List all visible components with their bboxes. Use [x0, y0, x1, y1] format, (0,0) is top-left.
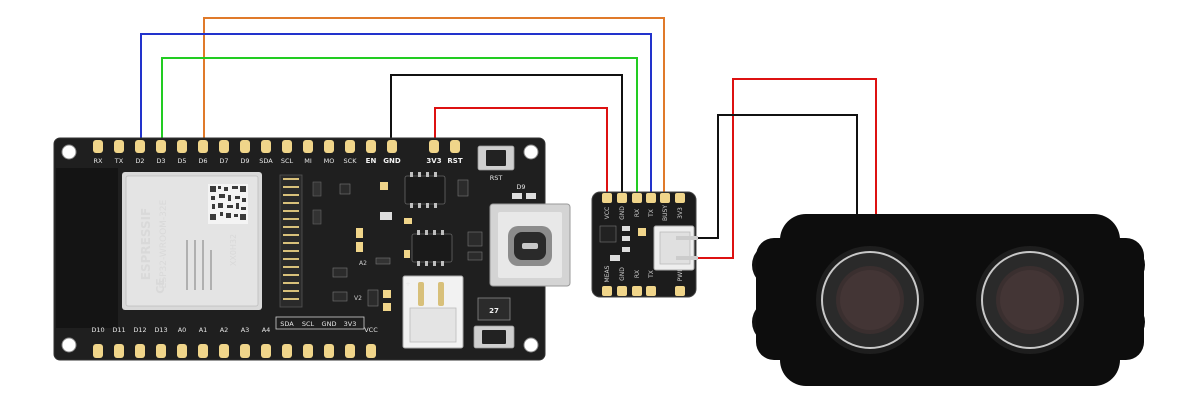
top-pin-row	[93, 140, 460, 153]
adapter-jst-connector	[653, 225, 698, 271]
wire-green	[161, 57, 638, 200]
pin-label-3v3-bottom: 3V3	[344, 320, 357, 328]
bottom-pin-labels: D10 D11 D12 D13 A0 A1 A2 A3 A4 SDA SCL G…	[91, 316, 378, 334]
pin-label-d10: D10	[91, 326, 104, 334]
adapter-label-gnd-bottom: GND	[619, 267, 626, 281]
smd-components: V2 A2	[312, 181, 392, 311]
mount-hole	[61, 337, 77, 353]
svg-text:+: +	[405, 280, 410, 288]
esp32-board: RX TX D2 D3 D5 D6 D7 D9 SDA SCL MI MO SC…	[53, 137, 571, 361]
mount-hole	[523, 144, 539, 160]
module-code: XX0H32	[229, 234, 238, 266]
pin-label-mi: MI	[304, 157, 312, 165]
pin-label-d5: D5	[177, 157, 186, 165]
adapter-label-3v3: 3V3	[677, 207, 684, 219]
pin-label-gnd-bottom: GND	[322, 320, 337, 328]
module-text: ESPRESSIF ESP32-WROOM-32E	[139, 199, 169, 288]
wire-orange	[203, 17, 665, 200]
pin-label-en: EN	[366, 157, 377, 165]
module-model: ESP32-WROOM-32E	[159, 199, 169, 288]
smd-right-components	[404, 179, 483, 261]
transducer-right	[976, 246, 1084, 354]
pin-label-mo: MO	[324, 157, 335, 165]
pin-label-rst: RST	[447, 157, 462, 165]
adapter-label-tx-bottom: TX	[648, 270, 655, 279]
esp32-wroom-module: ESPRESSIF ESP32-WROOM-32E XX0H32 CE	[122, 172, 262, 310]
pin-label-tx: TX	[114, 157, 124, 165]
wire-black-sensor	[698, 114, 858, 239]
pin-label-rx: RX	[94, 157, 104, 165]
pin-label-d12: D12	[133, 326, 146, 334]
pin-label-sck: SCK	[344, 157, 358, 165]
module-brand: ESPRESSIF	[139, 208, 153, 280]
adapter-top-pads	[602, 193, 685, 203]
pin-label-sda-bottom: SDA	[280, 320, 294, 328]
silk-v2: V2	[354, 295, 362, 302]
adapter-label-rx-bottom: RX	[634, 270, 641, 278]
silk-a2: A2	[359, 260, 367, 267]
rst-silk-label: RST	[490, 174, 503, 182]
ic-chip-lower	[411, 230, 453, 266]
pin-label-a0: A0	[178, 326, 187, 334]
pin-label-gnd: GND	[383, 157, 401, 165]
battery-connector: +	[402, 275, 464, 349]
adapter-label-gnd: GND	[619, 206, 626, 220]
adapter-bottom-pads	[602, 286, 685, 296]
adapter-top-labels: VCC GND RX TX BUSY 3V3	[604, 205, 684, 221]
pin-label-a2: A2	[220, 326, 229, 334]
pin-label-d2: D2	[135, 157, 144, 165]
wires	[140, 17, 877, 259]
adapter-label-vcc: VCC	[604, 207, 611, 219]
pin-label-d9: D9	[240, 157, 249, 165]
module-fine-print	[186, 240, 212, 290]
qr-code	[208, 184, 248, 224]
pin-label-3v3: 3V3	[426, 157, 441, 165]
adapter-label-rx: RX	[634, 209, 641, 217]
adapter-board: VCC GND RX TX BUSY 3V3 MEAS GND RX TX PW…	[591, 191, 698, 298]
fpc-connector	[279, 174, 303, 308]
pin-label-sda: SDA	[259, 157, 273, 165]
ce-mark: CE	[154, 278, 167, 294]
bottom-pin-row	[93, 344, 376, 358]
pin-label-scl: SCL	[281, 157, 294, 165]
adapter-label-tx: TX	[648, 209, 655, 218]
wire-blue	[140, 33, 652, 200]
bottom-right-component: 27	[473, 297, 515, 349]
pin-label-a1: A1	[199, 326, 208, 334]
pin-label-a3: A3	[241, 326, 250, 334]
pin-label-d13: D13	[154, 326, 167, 334]
adapter-label-busy: BUSY	[662, 205, 669, 221]
ic-chip-upper	[404, 172, 446, 208]
usb-c-port[interactable]	[489, 203, 571, 287]
pin-label-d6: D6	[198, 157, 207, 165]
pin-label-a4: A4	[262, 326, 271, 334]
pin-label-scl-bottom: SCL	[302, 320, 315, 328]
adapter-bottom-labels: MEAS GND RX TX PWM	[604, 265, 684, 282]
pin-label-d7: D7	[219, 157, 228, 165]
d9-silk-label: D9	[516, 183, 525, 191]
pin-label-d3: D3	[156, 157, 165, 165]
mount-hole	[523, 337, 539, 353]
wire-red-sensor	[698, 78, 877, 259]
silk-27: 27	[489, 307, 499, 315]
top-pin-labels: RX TX D2 D3 D5 D6 D7 D9 SDA SCL MI MO SC…	[94, 157, 463, 165]
transducer-left	[816, 246, 924, 354]
adapter-label-pwm: PWM	[677, 267, 684, 282]
adapter-label-meas: MEAS	[604, 265, 611, 282]
ultrasonic-sensor	[752, 214, 1145, 386]
reset-button[interactable]	[477, 145, 515, 171]
wire-black-gnd	[390, 74, 623, 200]
mount-hole	[61, 144, 77, 160]
wire-red-3v3	[434, 107, 608, 200]
pin-label-d11: D11	[112, 326, 125, 334]
pin-label-vcc: VCC	[364, 326, 378, 334]
adapter-chip	[599, 225, 617, 243]
